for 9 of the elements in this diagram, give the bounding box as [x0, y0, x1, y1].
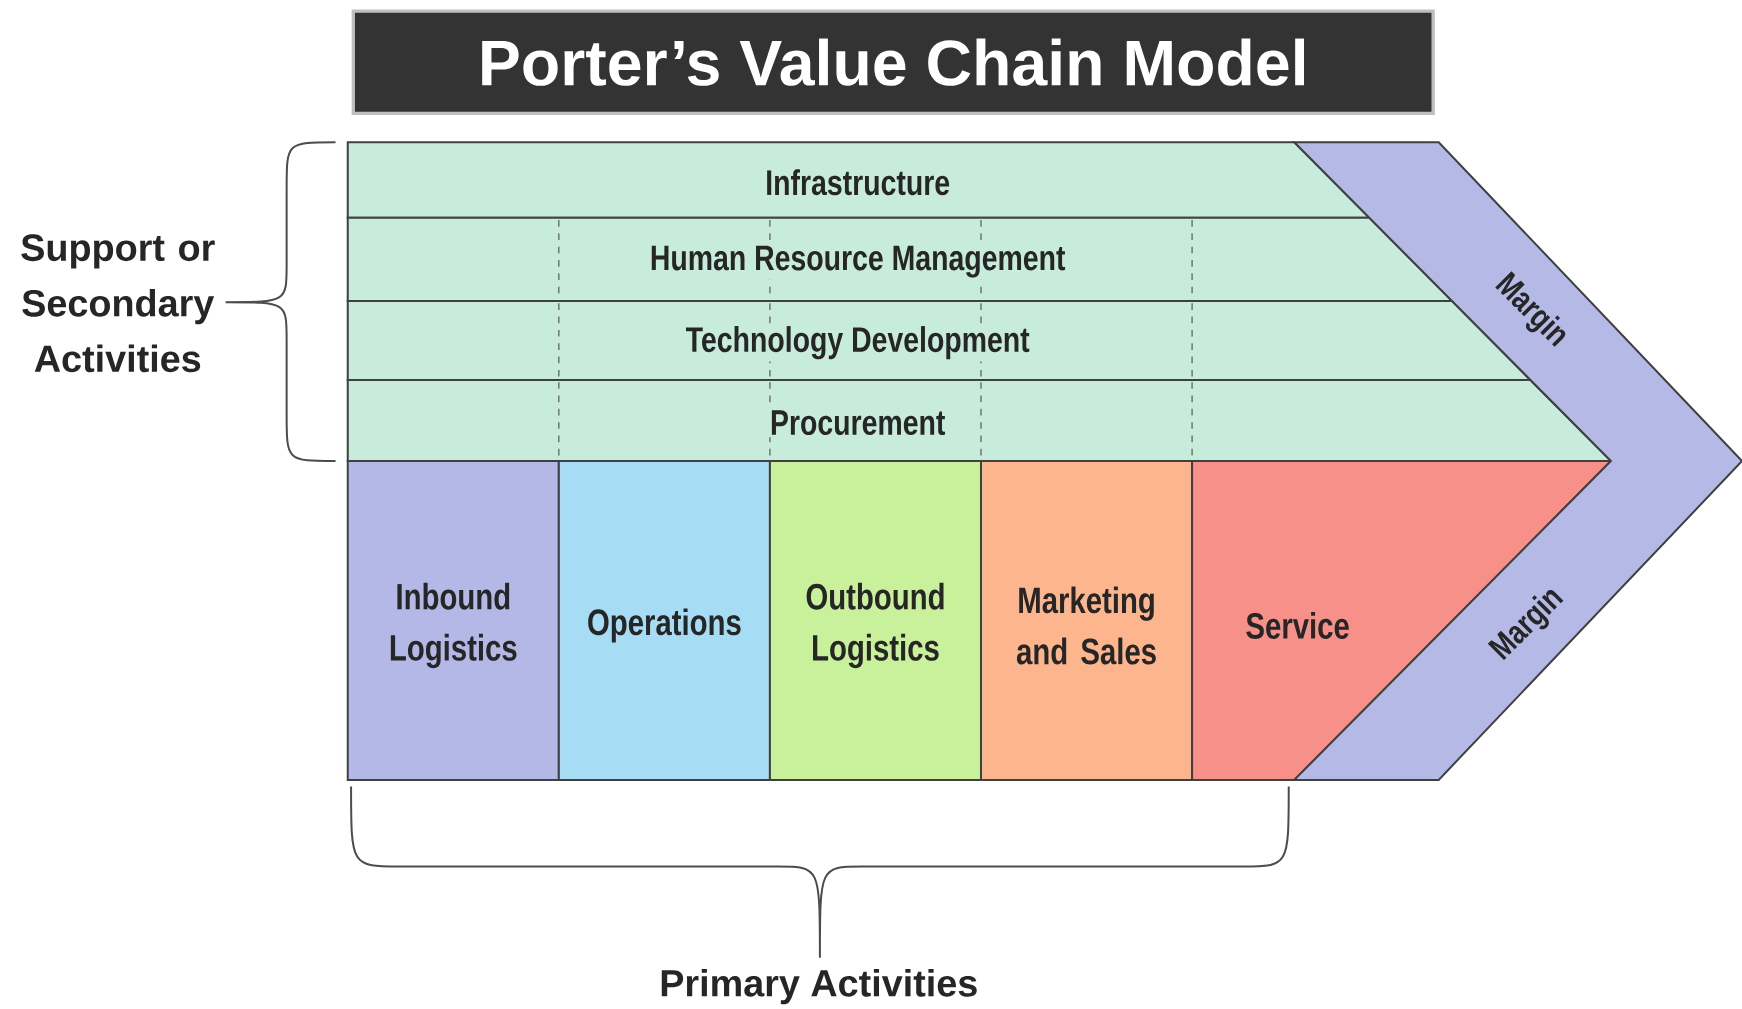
- primary-activity-column: Operations: [557, 460, 771, 781]
- primary-activity-column: Outbound Logistics: [768, 460, 982, 781]
- primary-activity-column: Marketing and Sales: [980, 460, 1194, 781]
- group-label: Support or Secondary Activities: [21, 234, 215, 373]
- primary-activity-column: Inbound Logistics: [346, 460, 560, 781]
- title-banner: Porter’s Value Chain Model: [351, 9, 1435, 116]
- group-label: Primary Activities: [661, 969, 977, 1005]
- support-activity-band: Human Resource Management: [346, 216, 1455, 303]
- support-activity-band: Infrastructure: [346, 141, 1372, 219]
